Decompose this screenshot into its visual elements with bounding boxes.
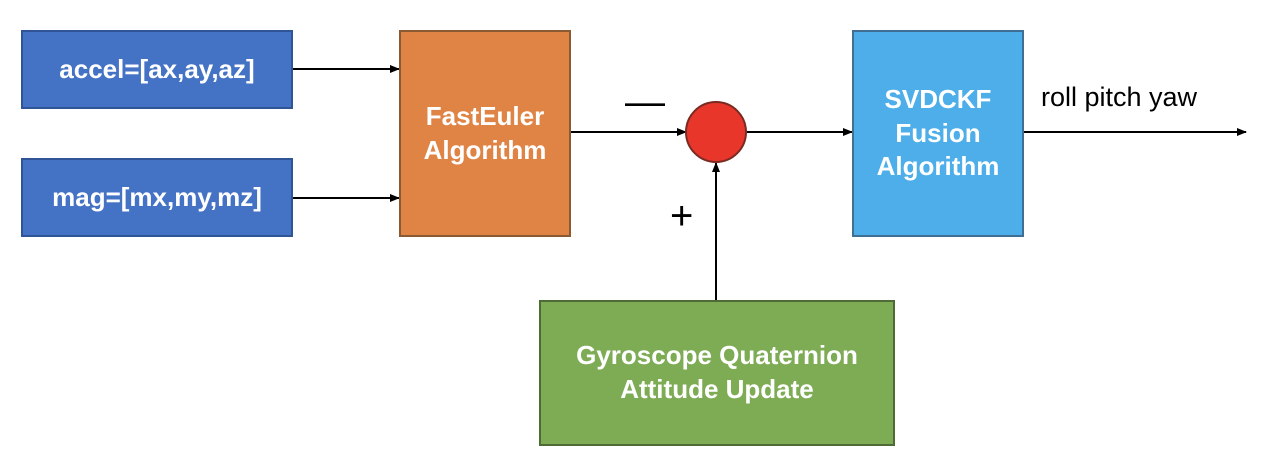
- accel-input-block: accel=[ax,ay,az]: [21, 30, 293, 109]
- plus-sign: +: [670, 194, 694, 238]
- fasteuler-algorithm-block: FastEuler Algorithm: [399, 30, 571, 237]
- fasteuler-algorithm-label: FastEuler Algorithm: [423, 100, 547, 165]
- svdckf-fusion-block: SVDCKF Fusion Algorithm: [852, 30, 1024, 237]
- output-label: roll pitch yaw: [1041, 82, 1198, 112]
- mag-input-label: mag=[mx,my,mz]: [52, 181, 262, 212]
- mag-input-block: mag=[mx,my,mz]: [21, 158, 293, 237]
- summing-junction: [685, 101, 747, 163]
- accel-input-label: accel=[ax,ay,az]: [59, 53, 255, 84]
- minus-sign: —: [625, 80, 665, 124]
- gyroscope-update-label: Gyroscope Quaternion Attitude Update: [576, 340, 858, 404]
- gyroscope-update-block: Gyroscope Quaternion Attitude Update: [539, 300, 895, 446]
- svdckf-fusion-label: SVDCKF Fusion Algorithm: [876, 83, 1000, 182]
